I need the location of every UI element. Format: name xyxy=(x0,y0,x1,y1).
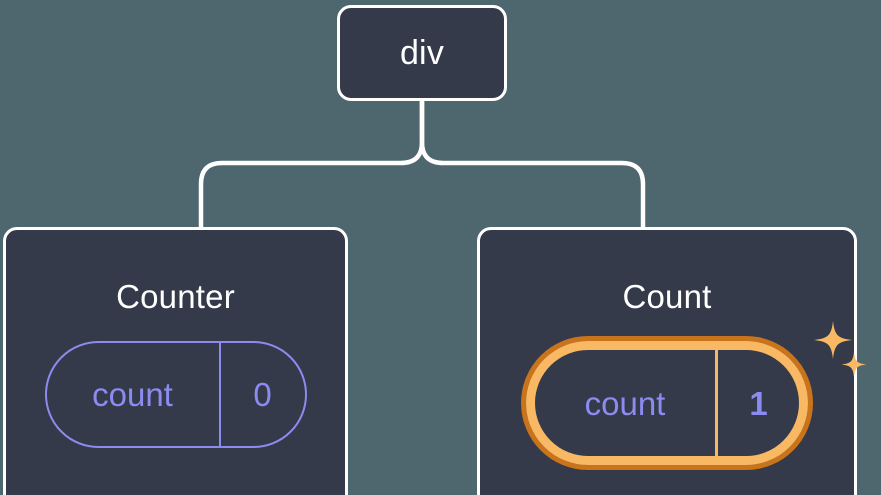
node-div-label: div xyxy=(399,34,445,72)
sparkles-icon xyxy=(814,321,867,377)
state-chip-counter-count[interactable]: count 0 xyxy=(44,341,307,448)
node-count[interactable]: Count count 1 xyxy=(477,227,867,495)
edge-div-to-counter xyxy=(198,98,425,230)
state-chip-count-count[interactable]: count 1 xyxy=(526,341,808,465)
state-value-label: 0 xyxy=(253,376,272,413)
state-key-label: count xyxy=(47,343,221,446)
count-state-wrap: count 1 xyxy=(526,321,867,465)
node-counter[interactable]: Counter count 0 xyxy=(3,227,348,495)
state-key-label: count xyxy=(535,350,718,456)
node-div[interactable]: div xyxy=(337,5,507,101)
state-value-label: 1 xyxy=(749,384,768,422)
node-counter-label: Counter xyxy=(116,278,235,315)
counter-state-wrap: count 0 xyxy=(44,341,307,448)
edge-div-to-count xyxy=(419,98,646,230)
node-count-label: Count xyxy=(622,278,712,315)
